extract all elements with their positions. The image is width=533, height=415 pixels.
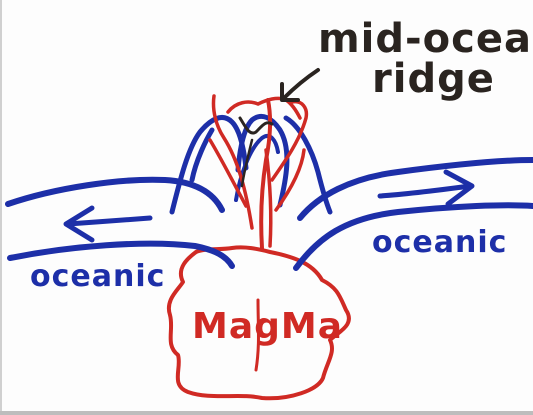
ridge-crest-outer-right (286, 118, 330, 212)
label-magma: MagMa (192, 306, 343, 347)
left-plate-top-line (8, 180, 222, 210)
left-motion-arrow-shaft (68, 218, 150, 224)
title-pointer-arrow (284, 70, 318, 98)
label-right-oceanic: oceanic (372, 225, 507, 260)
label-left-oceanic: oceanic (30, 259, 165, 294)
magma-plume-stem-2 (266, 150, 271, 246)
magma-plume-branch-right-2 (276, 150, 304, 210)
title-ridge: ridge (372, 56, 495, 102)
